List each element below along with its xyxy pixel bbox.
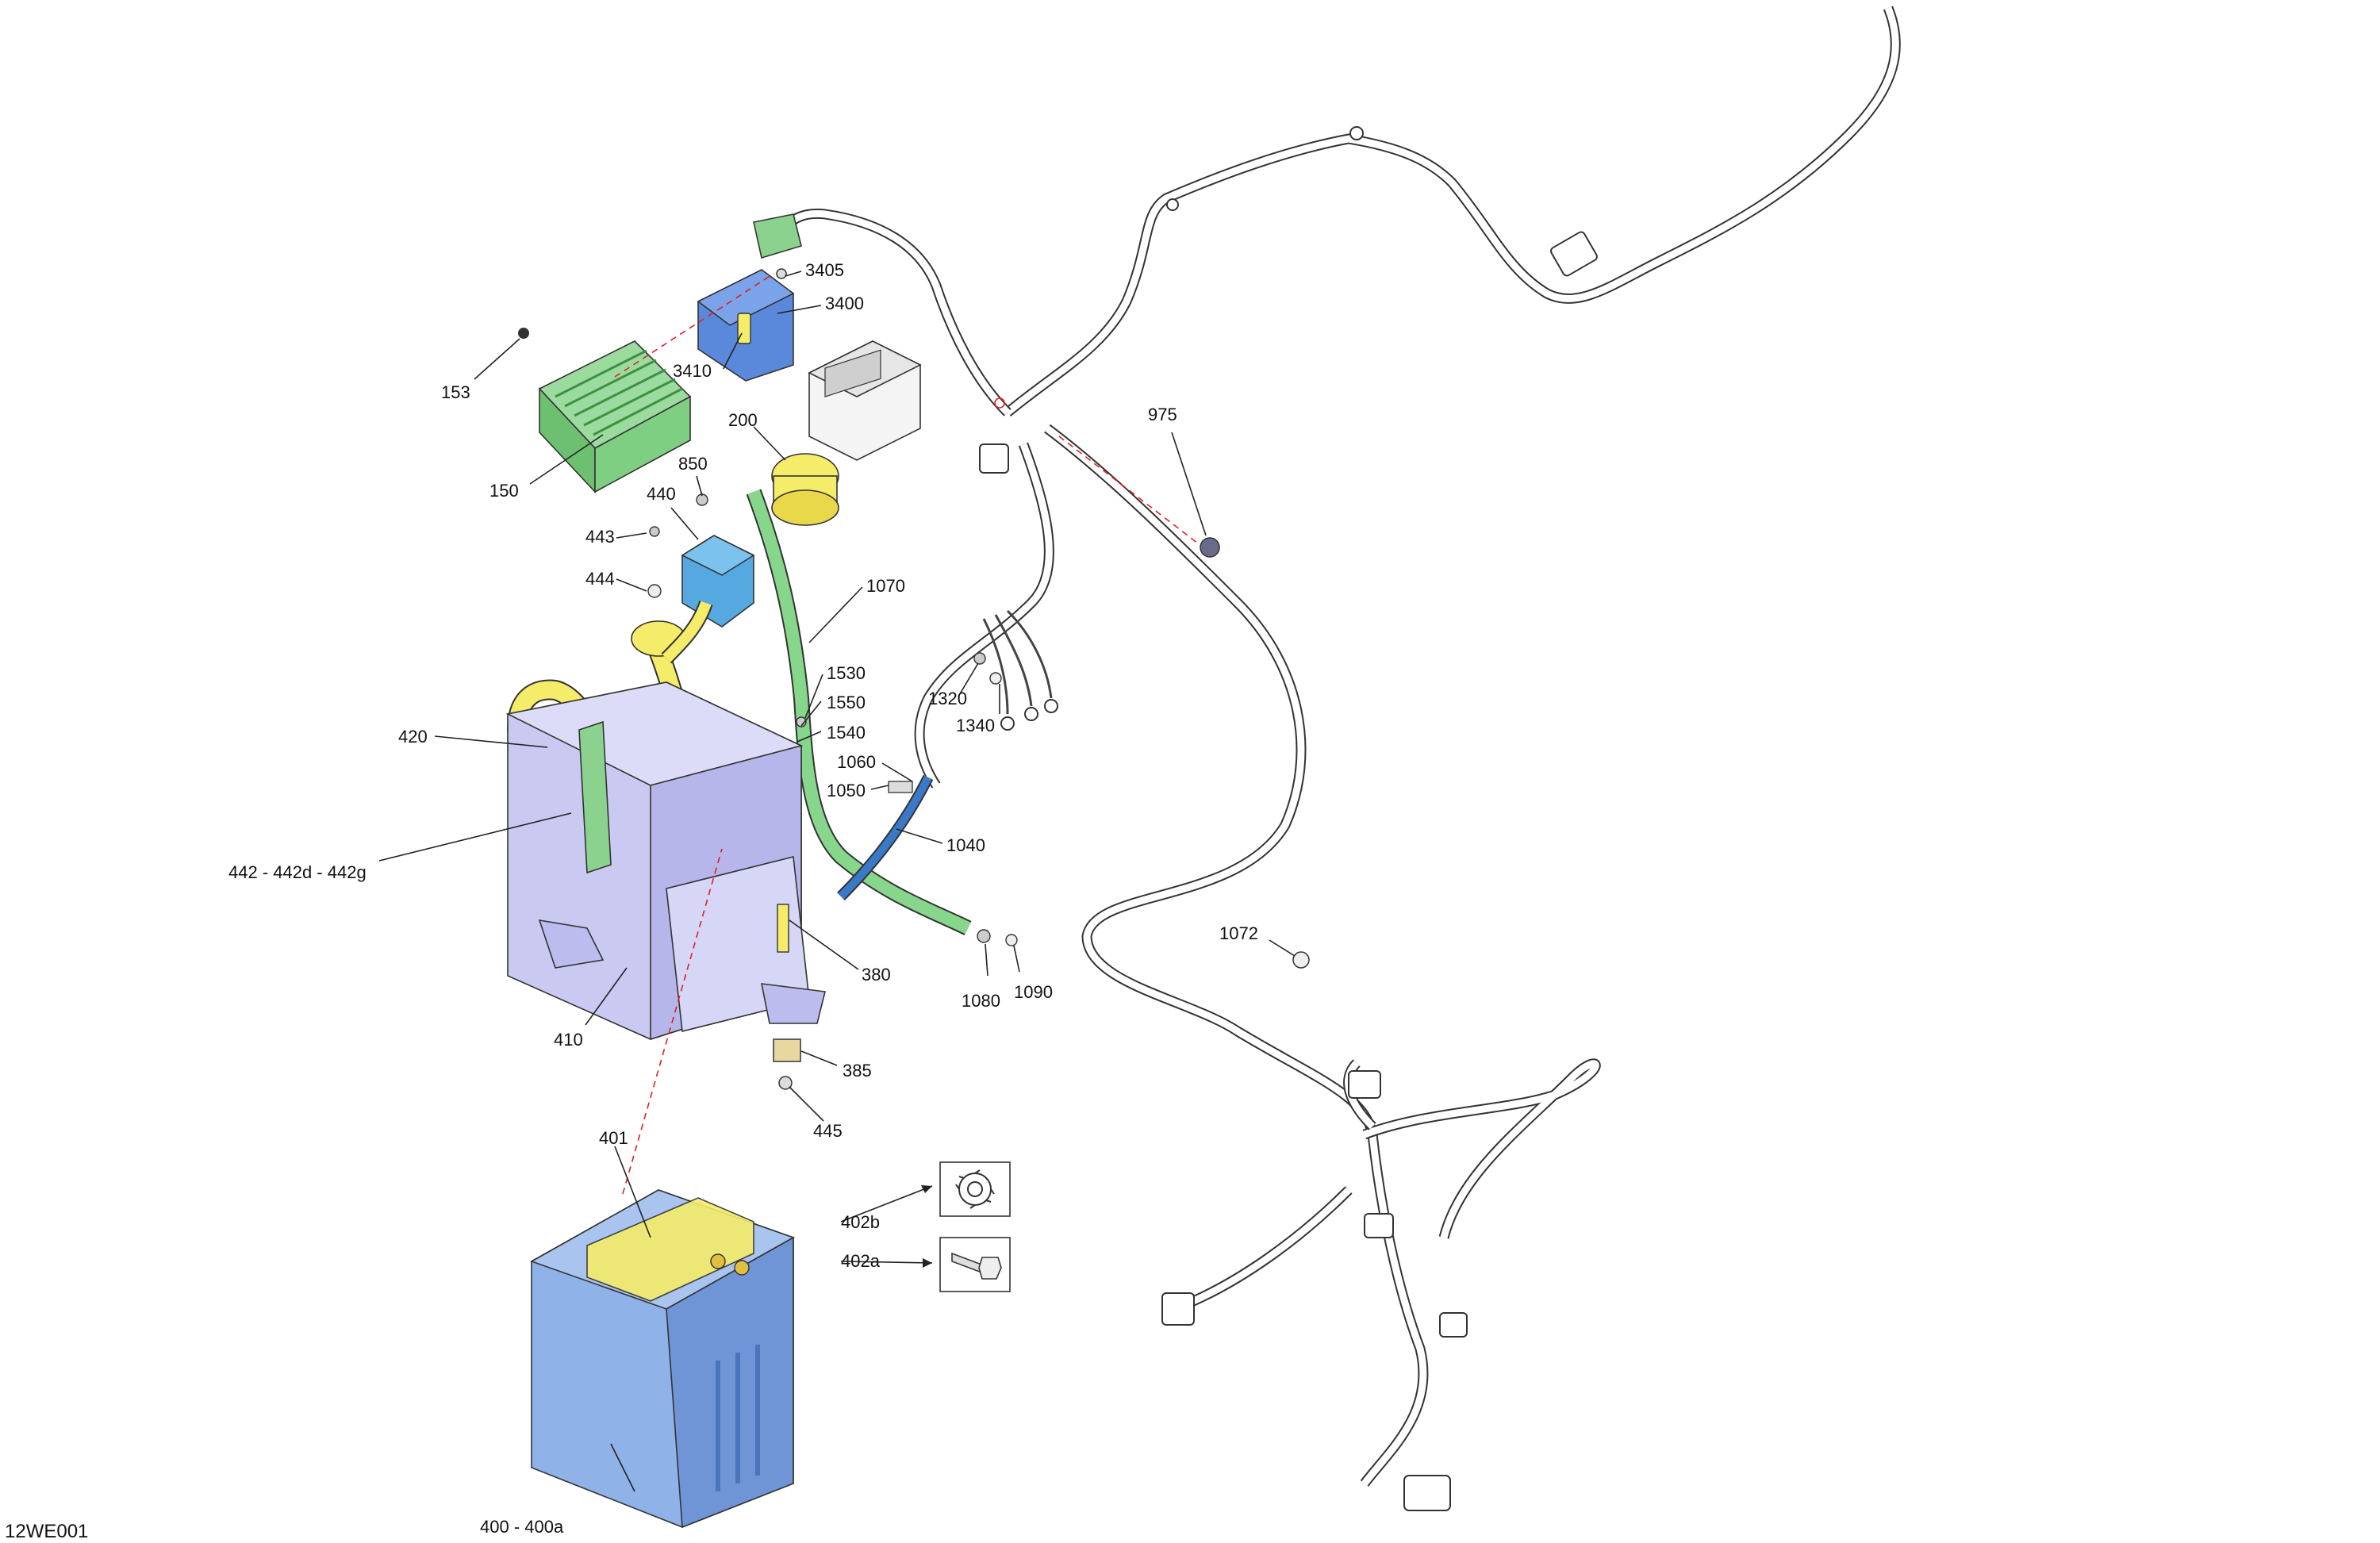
callout-385: 385 [843, 1061, 872, 1080]
callout-444: 444 [585, 569, 615, 589]
wiring-harness [778, 6, 1901, 1511]
fuse-box [808, 340, 922, 461]
callout-400: 400 - 400a [480, 1517, 564, 1537]
detail-402b-box [939, 1161, 1011, 1217]
bolt-icon [951, 1252, 1002, 1280]
callout-1320: 1320 [928, 689, 967, 708]
callout-410: 410 [554, 1030, 583, 1050]
callout-1080: 1080 [962, 991, 1000, 1011]
callout-440: 440 [647, 484, 676, 504]
callout-402b: 402b [841, 1212, 880, 1232]
callout-445: 445 [813, 1121, 843, 1141]
starter-solenoid [771, 453, 839, 526]
callout-1070: 1070 [866, 576, 905, 596]
lock-washer-icon [955, 1169, 995, 1209]
battery-tray [505, 681, 826, 1041]
assembly-guide-lines [614, 273, 1199, 1195]
callout-380: 380 [862, 965, 891, 985]
battery [530, 1189, 795, 1529]
callout-1530: 1530 [827, 663, 866, 683]
callout-975: 975 [1148, 405, 1177, 424]
leader-lines [378, 271, 1296, 1492]
relay [681, 535, 755, 628]
callout-850: 850 [678, 454, 708, 474]
callout-443: 443 [585, 527, 615, 547]
detail-402a-box [939, 1237, 1011, 1292]
callout-401: 401 [599, 1128, 628, 1148]
callout-1090: 1090 [1014, 982, 1053, 1002]
regulator-bracket [697, 213, 802, 382]
callout-1060: 1060 [837, 752, 876, 772]
callout-3400: 3400 [825, 294, 864, 313]
callout-153: 153 [441, 382, 470, 402]
callout-1040: 1040 [946, 835, 985, 855]
callout-1072: 1072 [1219, 923, 1258, 943]
callout-3410: 3410 [673, 361, 712, 381]
callout-420: 420 [398, 727, 428, 747]
callout-3405: 3405 [805, 260, 844, 280]
callout-402a: 402a [841, 1251, 881, 1271]
callout-labels: 153 150 3405 3400 3410 200 850 440 443 4… [228, 260, 1258, 1537]
callout-1340: 1340 [956, 716, 995, 735]
figure-id: 12WE001 [5, 1521, 88, 1542]
voltage-regulator [518, 328, 692, 494]
hardware [647, 493, 1310, 1090]
callout-1050: 1050 [827, 781, 866, 800]
callout-1540: 1540 [827, 723, 866, 743]
callout-150: 150 [489, 481, 519, 501]
callout-200: 200 [728, 410, 758, 430]
callout-1550: 1550 [827, 693, 866, 712]
callout-442: 442 - 442d - 442g [228, 862, 367, 882]
